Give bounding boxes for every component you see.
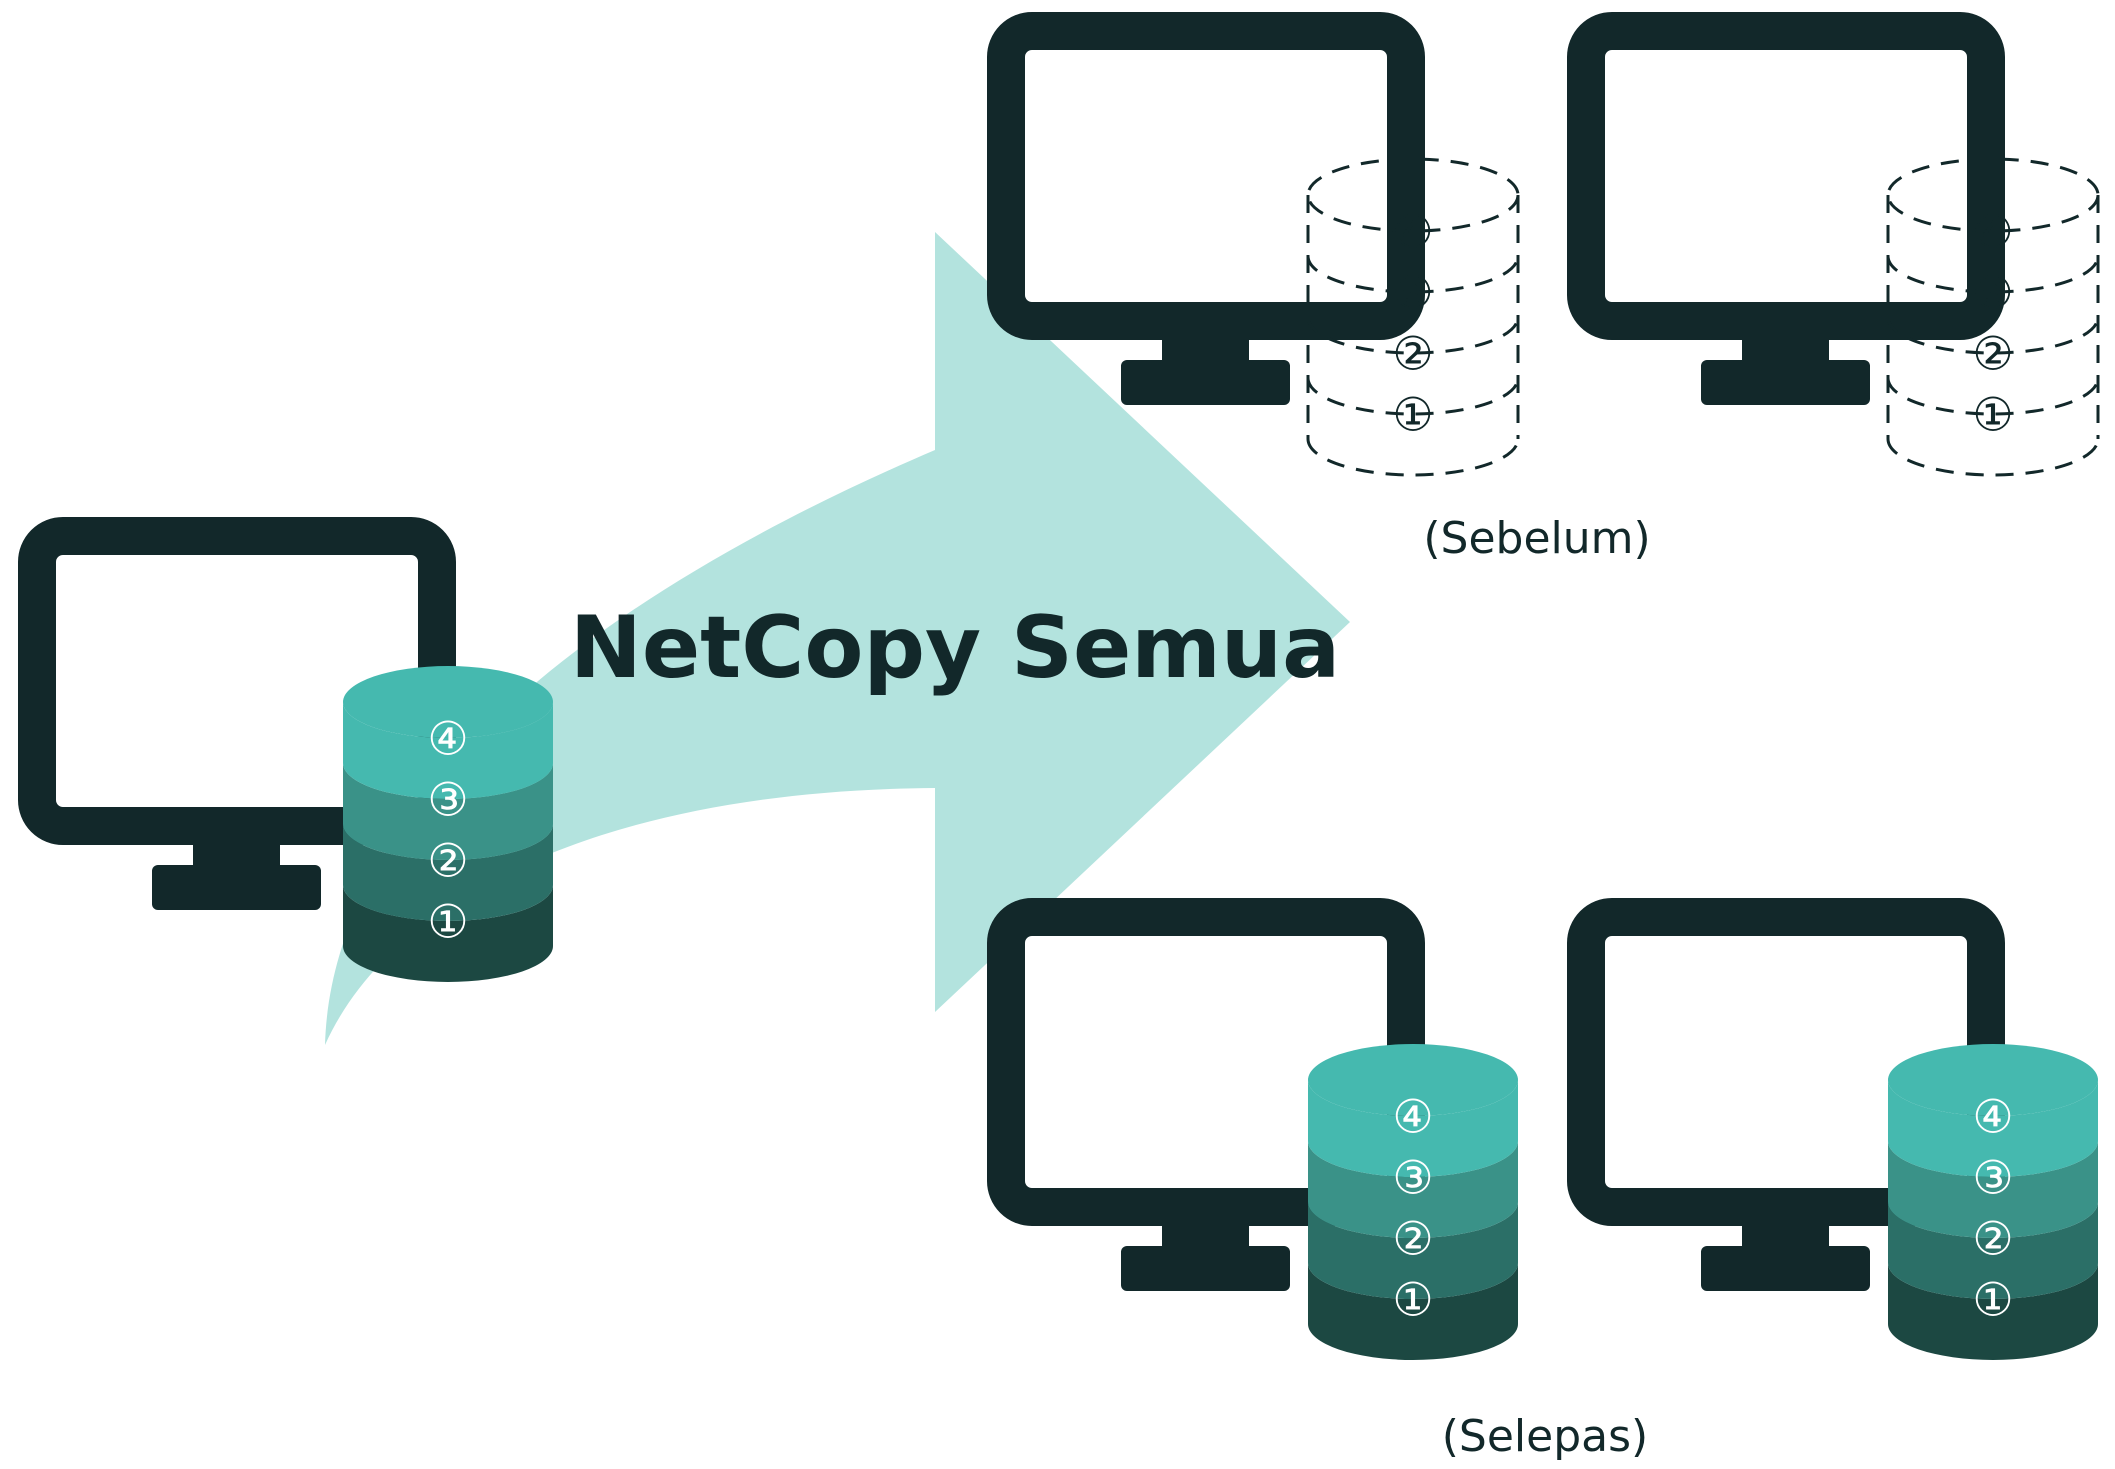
database-layer-label: ③ xyxy=(1392,1151,1433,1205)
database-layer-3 xyxy=(343,763,553,860)
database-layer-1 xyxy=(1888,1263,2098,1360)
database-top xyxy=(1888,1044,2098,1116)
database-layer-label: ④ xyxy=(1972,1090,2013,1144)
database-layer-label: ④ xyxy=(427,712,468,766)
before-caption: (Sebelum) xyxy=(1423,513,1650,564)
before-database-stack-2: ① ② ③ ④ xyxy=(1886,157,2100,477)
database-top xyxy=(1308,1044,1518,1116)
curved-arrow-icon xyxy=(325,232,1350,1045)
target-computer-before-1 xyxy=(1006,31,1406,405)
target-computer-before-2 xyxy=(1586,31,1986,405)
database-layer-4 xyxy=(343,702,553,799)
database-top xyxy=(343,666,553,738)
database-layer-label: ③ xyxy=(1392,266,1433,320)
diagram-title: NetCopy Semua xyxy=(570,598,1340,698)
monitor-icon xyxy=(1586,31,1986,405)
database-layer-2 xyxy=(1886,377,2100,416)
database-layer-3 xyxy=(1308,1141,1518,1238)
database-layer-1 xyxy=(1886,438,2100,477)
after-caption: (Selepas) xyxy=(1442,1411,1648,1462)
database-layer-label: ① xyxy=(427,895,468,949)
database-layer-4 xyxy=(1306,255,1520,294)
database-layer-label: ② xyxy=(1972,327,2013,381)
database-layer-label: ② xyxy=(1972,1212,2013,1266)
source-database-stack: ① ② ③ ④ xyxy=(343,666,553,982)
after-database-stack-2: ① ② ③ ④ xyxy=(1888,1044,2098,1360)
database-layer-label: ① xyxy=(1392,1273,1433,1327)
after-database-stack-1: ① ② ③ ④ xyxy=(1308,1044,1518,1360)
database-layer-label: ③ xyxy=(1972,266,2013,320)
database-layer-2 xyxy=(343,824,553,921)
database-layer-label: ④ xyxy=(1392,205,1433,259)
database-layer-label: ② xyxy=(427,834,468,888)
database-layer-1 xyxy=(1306,438,1520,477)
database-layer-3 xyxy=(1888,1141,2098,1238)
database-layer-4 xyxy=(1308,1080,1518,1177)
database-layer-3 xyxy=(1306,316,1520,355)
database-layer-label: ① xyxy=(1392,388,1433,442)
database-layer-label: ③ xyxy=(1972,1151,2013,1205)
database-layer-4 xyxy=(1886,255,2100,294)
database-layer-2 xyxy=(1308,1202,1518,1299)
database-layer-label: ② xyxy=(1392,1212,1433,1266)
database-layer-1 xyxy=(343,885,553,982)
database-layer-label: ④ xyxy=(1972,205,2013,259)
database-layer-4 xyxy=(1888,1080,2098,1177)
database-layer-label: ③ xyxy=(427,773,468,827)
database-layer-label: ② xyxy=(1392,327,1433,381)
database-layer-label: ① xyxy=(1972,388,2013,442)
database-layer-label: ① xyxy=(1972,1273,2013,1327)
database-layer-1 xyxy=(1308,1263,1518,1360)
monitor-icon xyxy=(1006,31,1406,405)
database-layer-2 xyxy=(1888,1202,2098,1299)
before-database-stack-1: ① ② ③ ④ xyxy=(1306,157,1520,477)
database-layer-3 xyxy=(1886,316,2100,355)
database-layer-label: ④ xyxy=(1392,1090,1433,1144)
database-layer-2 xyxy=(1306,377,1520,416)
